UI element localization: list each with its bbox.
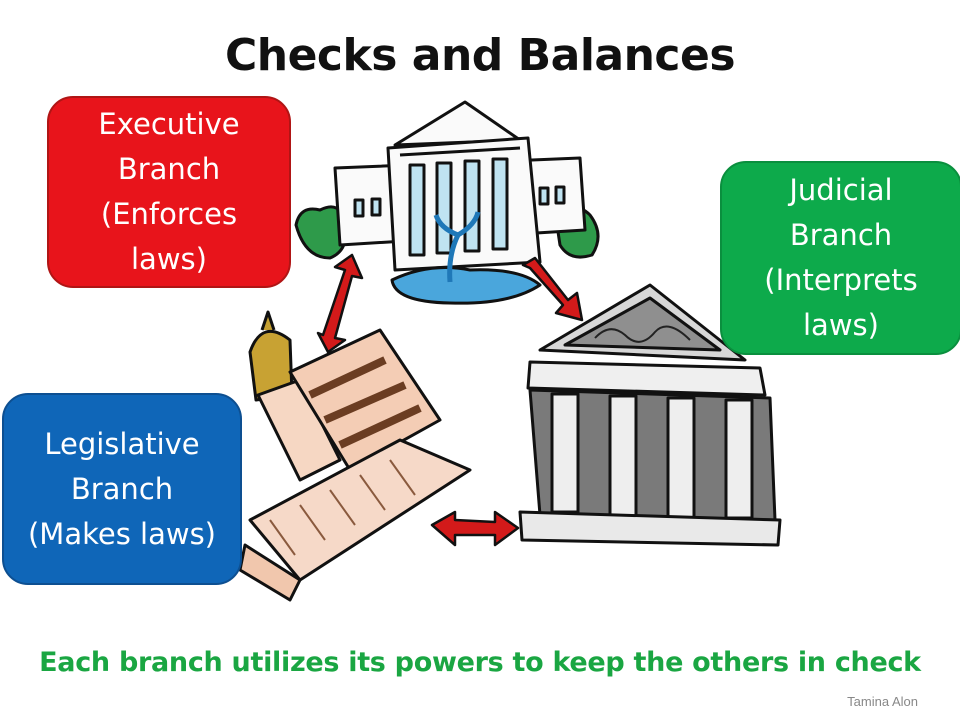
- legislative-branch-box: Legislative Branch (Makes laws): [2, 393, 242, 585]
- executive-branch-label: Executive Branch (Enforces laws): [98, 107, 240, 276]
- author-credit: Tamina Alon: [847, 694, 918, 709]
- check-arrow-left: [316, 253, 364, 354]
- tagline: Each branch utilizes its powers to keep …: [39, 647, 921, 678]
- check-arrow-bottom: [430, 510, 520, 547]
- white-house-icon: [294, 100, 600, 305]
- supreme-court-icon: [518, 283, 782, 547]
- capitol-dome-icon: [238, 310, 472, 602]
- executive-branch-box: Executive Branch (Enforces laws): [47, 96, 291, 288]
- judicial-branch-label: Judicial Branch (Interprets laws): [764, 173, 918, 342]
- judicial-branch-box: Judicial Branch (Interprets laws): [720, 161, 960, 355]
- legislative-branch-label: Legislative Branch (Makes laws): [27, 426, 216, 551]
- page-title: Checks and Balances: [224, 30, 736, 81]
- check-arrow-right: [521, 256, 584, 322]
